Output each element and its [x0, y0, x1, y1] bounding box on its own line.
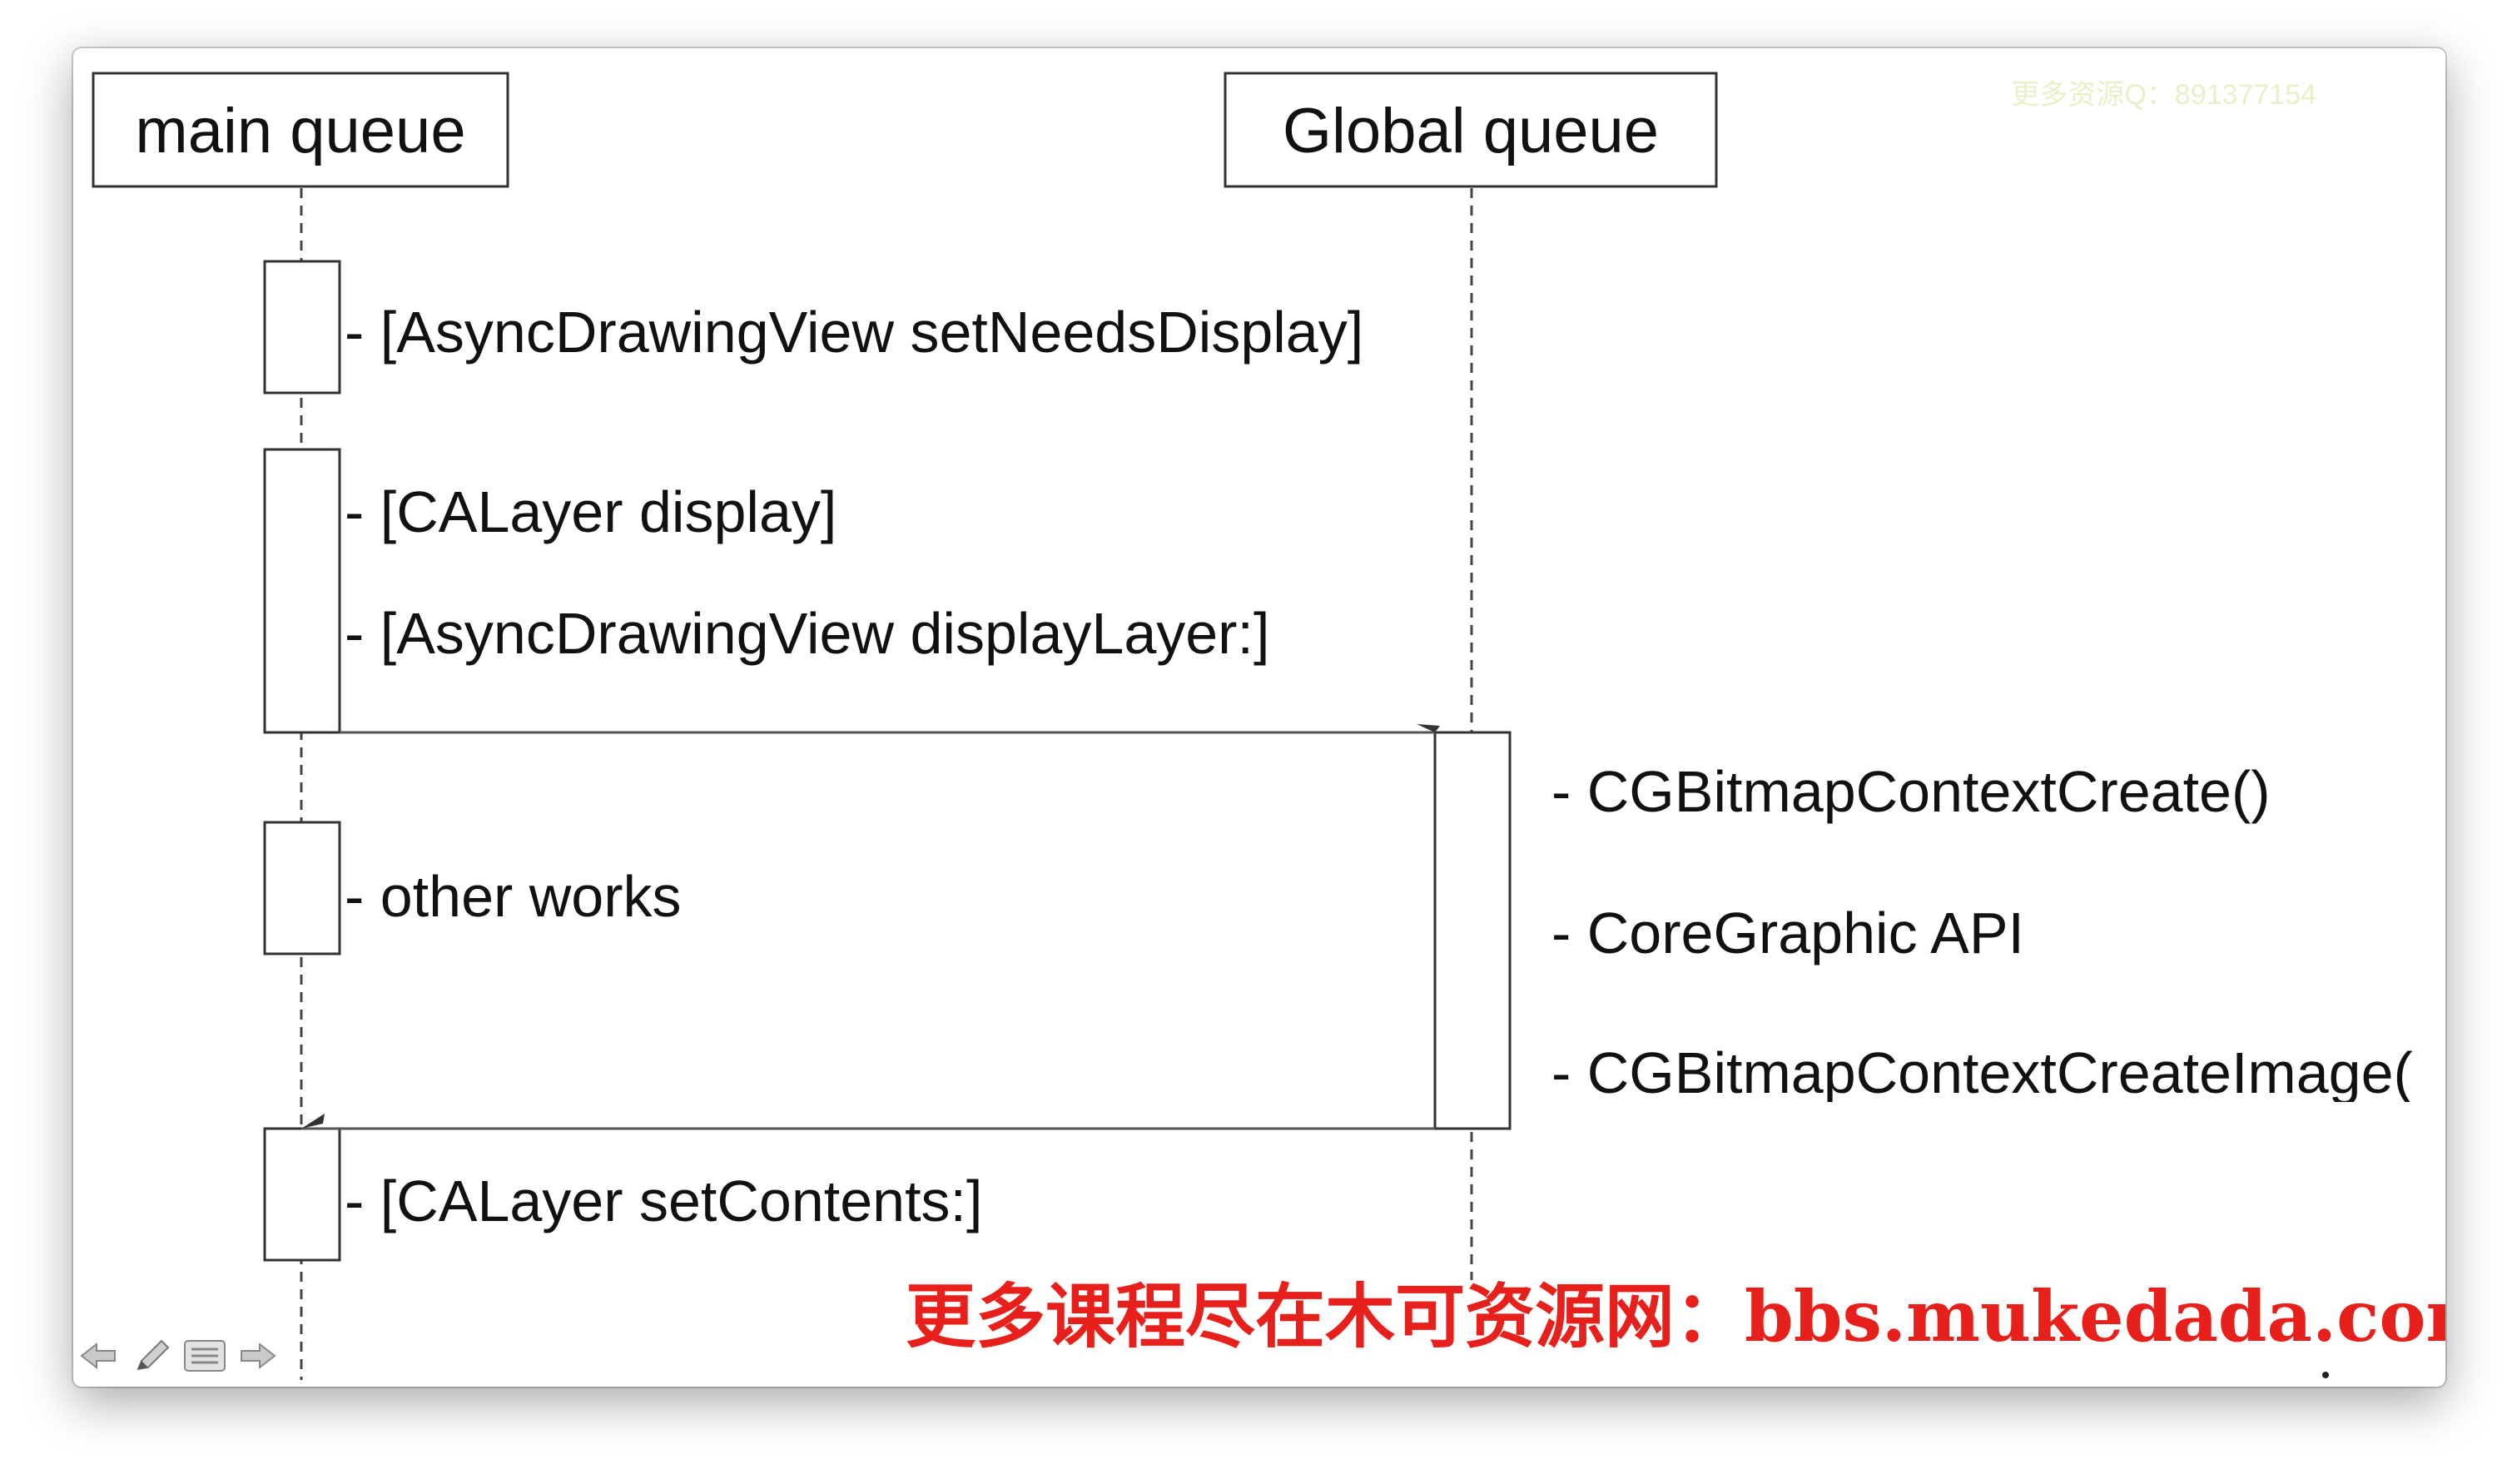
diagram-canvas [92, 72, 1718, 1380]
cursor-dot [2322, 1372, 2329, 1378]
label-bitmap-create-image: - CGBitmapContextCreateImage( [1551, 1044, 2413, 1102]
slide-window: 更多资源Q：891377154 main queue Globa [73, 48, 2445, 1387]
activation-global-drawing [1433, 731, 1512, 1130]
main-queue-header-box [92, 72, 509, 188]
label-set-needs-display: - [AsyncDrawingView setNeedsDisplay] [345, 300, 1364, 365]
arrow-right-icon[interactable] [235, 1336, 281, 1376]
label-bitmap-create: - CGBitmapContextCreate() [1551, 759, 2271, 824]
course-banner: 更多课程尽在木可资源网：bbs.mukedada.com [906, 1275, 2445, 1357]
label-set-contents: - [CALayer setContents:] [345, 1169, 983, 1233]
global-queue-header-box [1224, 72, 1718, 188]
activation-display [263, 448, 341, 734]
menu-icon[interactable] [181, 1336, 228, 1376]
label-calayer-display: - [CALayer display] [345, 479, 837, 544]
activation-set-needs-display [263, 260, 341, 395]
activation-set-contents [263, 1127, 341, 1262]
qq-watermark: 更多资源Q：891377154 [2011, 79, 2316, 111]
main-queue-label: main queue [135, 96, 466, 166]
dispatch-async-arrowhead [1417, 724, 1440, 732]
activation-other-works [263, 821, 341, 955]
label-display-layer: - [AsyncDrawingView displayLayer:] [345, 601, 1270, 666]
slideshow-toolbar [73, 1335, 281, 1377]
global-queue-label: Global queue [1282, 96, 1660, 166]
label-other-works: - other works [345, 864, 682, 929]
return-main-arrowhead [301, 1114, 325, 1129]
pencil-icon[interactable] [128, 1336, 175, 1376]
label-coregraphic-api: - CoreGraphic API [1551, 901, 2024, 965]
sequence-diagram: main queue Global queue - [AsyncDrawingV… [73, 48, 2445, 1387]
arrow-left-icon[interactable] [75, 1336, 122, 1376]
